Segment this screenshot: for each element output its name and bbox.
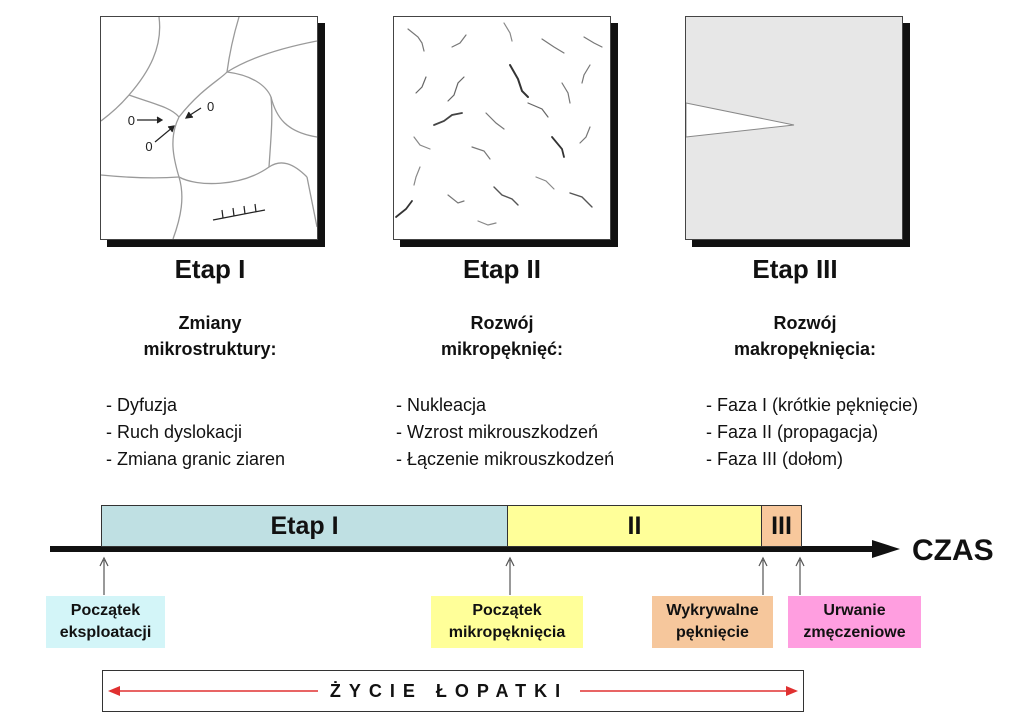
macrocrack-drawing xyxy=(686,102,795,138)
diagram-label-0c: 0 xyxy=(207,99,214,114)
event-line: Początek xyxy=(70,602,141,619)
stage3-bullets: - Faza I (krótkie pęknięcie) - Faza II (… xyxy=(706,392,918,473)
event-line: Początek xyxy=(472,602,542,619)
event-pointers xyxy=(99,556,805,595)
stage3-heading: Rozwój makropęknięcia: xyxy=(675,310,935,362)
list-item: - Faza I (krótkie pęknięcie) xyxy=(706,395,919,415)
event-line: eksploatacji xyxy=(59,624,152,641)
list-item: - Faza III (dołom) xyxy=(706,449,844,469)
event-line: Wykrywalne xyxy=(666,602,759,619)
time-axis-label: CZAS xyxy=(912,534,994,567)
time-axis-arrowhead xyxy=(872,540,900,558)
stage3-heading-line2: makropęknięcia: xyxy=(733,339,877,359)
event-start-operation: Początek eksploatacji xyxy=(46,596,165,648)
list-item: - Łączenie mikrouszkodzeń xyxy=(396,449,615,469)
event-line: pęknięcie xyxy=(676,624,749,641)
stage2-title: Etap II xyxy=(462,254,541,284)
grain-structure-drawing: 0 0 0 xyxy=(101,17,317,239)
stage3-heading-line1: Rozwój xyxy=(773,313,837,333)
stage1-heading: Zmiany mikrostruktury: xyxy=(80,310,340,362)
microcracks-drawing xyxy=(395,22,603,226)
stage2-heading-line1: Rozwój xyxy=(470,313,534,333)
stage1-heading-line2: mikrostruktury: xyxy=(143,339,277,359)
event-fatigue-fracture: Urwanie zmęczeniowe xyxy=(788,596,921,648)
phase-bar-etap1: Etap I xyxy=(101,505,508,547)
event-microcrack-start: Początek mikropęknięcia xyxy=(431,596,583,648)
diagram-label-0a: 0 xyxy=(128,113,135,128)
stage2-heading-line2: mikropęknięć: xyxy=(440,339,564,359)
stage3-title: Etap III xyxy=(752,254,838,284)
phase-bar-etap3: III xyxy=(761,505,802,547)
life-arrow xyxy=(108,686,798,696)
list-item: - Zmiana granic ziaren xyxy=(106,449,286,469)
stage1-title: Etap I xyxy=(174,254,246,284)
stage2-diagram xyxy=(393,16,611,240)
list-item: - Wzrost mikrouszkodzeń xyxy=(396,422,599,442)
diagram-label-0b: 0 xyxy=(145,139,152,154)
blade-life-box xyxy=(102,670,804,712)
list-item: - Faza II (propagacja) xyxy=(706,422,879,442)
event-line: mikropęknięcia xyxy=(448,624,566,641)
list-item: - Dyfuzja xyxy=(106,395,178,415)
event-detectable-crack: Wykrywalne pęknięcie xyxy=(652,596,773,648)
blade-life-label: ŻYCIE ŁOPATKI xyxy=(318,681,580,702)
stage2-heading: Rozwój mikropęknięć: xyxy=(372,310,632,362)
phase-bar-etap2: II xyxy=(507,505,762,547)
event-line: zmęczeniowe xyxy=(803,624,906,641)
event-line: Urwanie xyxy=(823,602,886,619)
stage1-bullets: - Dyfuzja - Ruch dyslokacji - Zmiana gra… xyxy=(106,392,285,473)
stage1-diagram: 0 0 0 xyxy=(100,16,318,240)
list-item: - Nukleacja xyxy=(396,395,487,415)
stage1-heading-line1: Zmiany xyxy=(178,313,242,333)
stage2-bullets: - Nukleacja - Wzrost mikrouszkodzeń - Łą… xyxy=(396,392,614,473)
stage3-diagram xyxy=(685,16,903,240)
list-item: - Ruch dyslokacji xyxy=(106,422,243,442)
